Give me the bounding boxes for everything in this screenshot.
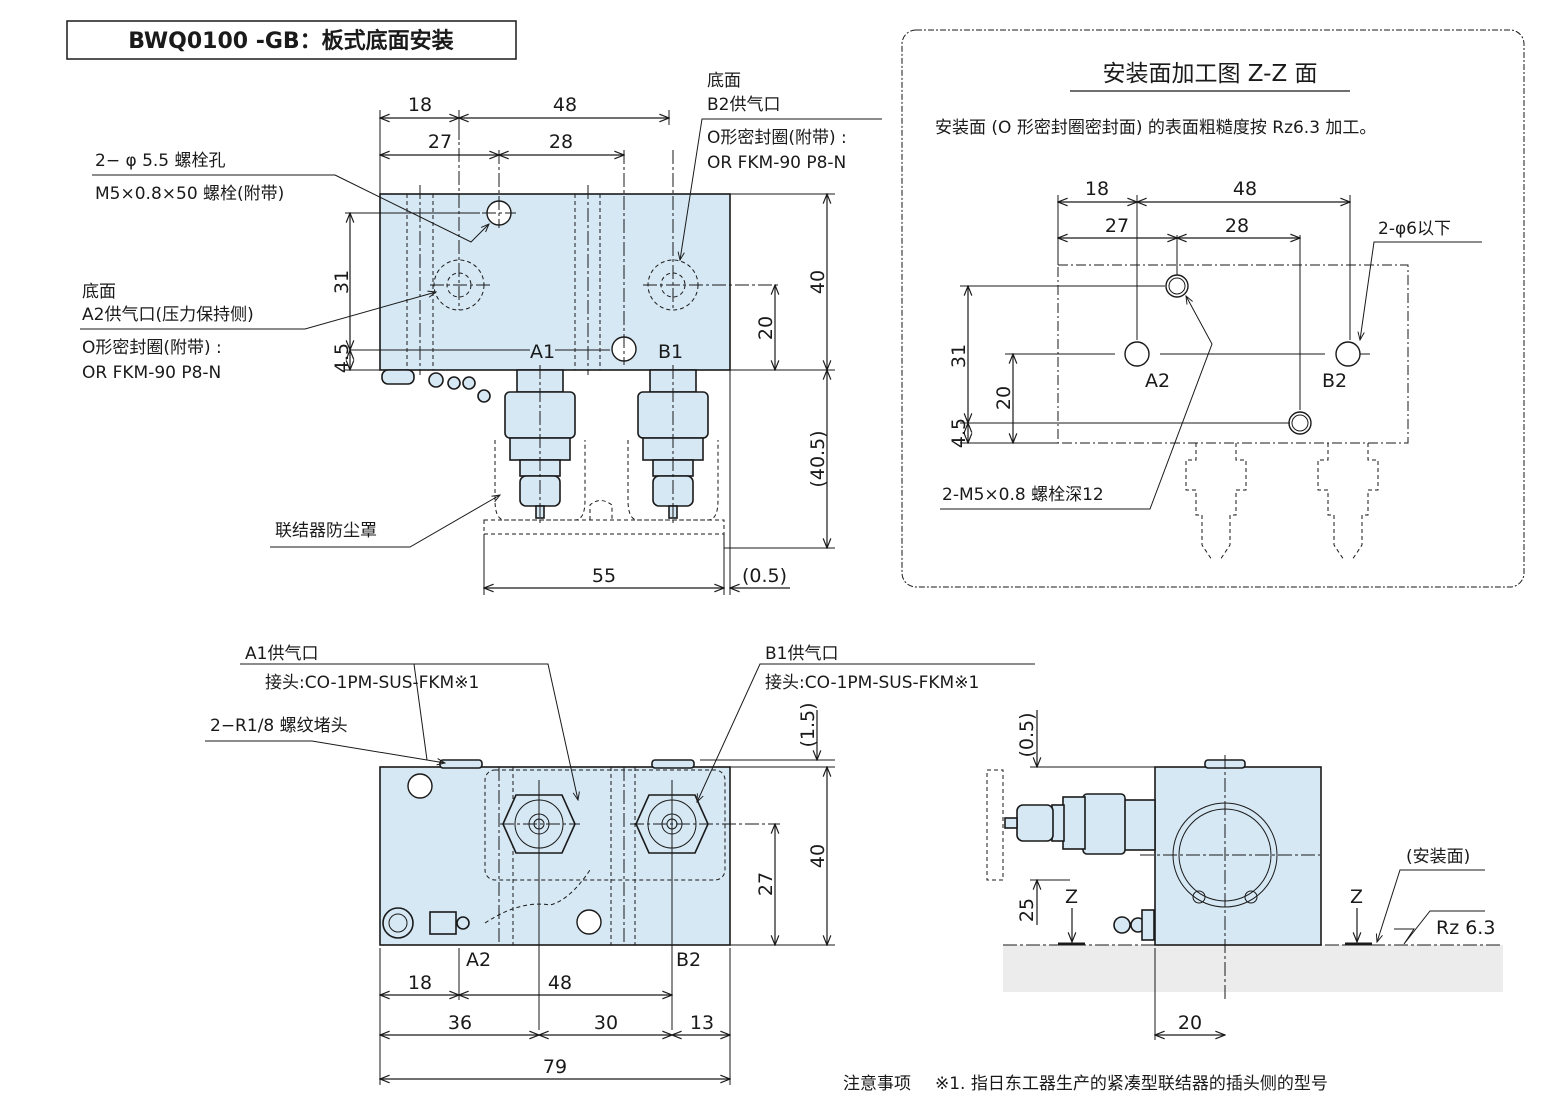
callout-a1-line1: A1供气口 (245, 644, 318, 664)
mount-dim-27: 27 (1105, 215, 1129, 237)
port-label-a1: A1 (530, 341, 555, 363)
footnote-text: ※1. 指日东工器生产的紧凑型联结器的插头侧的型号 (935, 1074, 1328, 1094)
mount-port-a2: A2 (1145, 370, 1170, 392)
mount-note: 安装面 (O 形密封圈密封面) 的表面粗糙度按 Rz6.3 加工。 (935, 118, 1376, 138)
mount-heading: 安装面加工图 Z-Z 面 (1102, 61, 1317, 87)
mounting-surface-ground (1003, 945, 1503, 992)
front-dim-36: 36 (448, 1012, 472, 1034)
callout-b2-line2: B2供气口 (707, 95, 780, 115)
valve-body-side (1154, 766, 1322, 946)
callout-bolt-line1: 2− φ 5.5 螺栓孔 (95, 151, 226, 171)
roughness-symbol-icon (1394, 910, 1485, 945)
title-box: BWQ0100 -GB：板式底面安装 (66, 20, 517, 60)
dim-28: 28 (549, 131, 573, 153)
mount-thread-callout: 2-M5×0.8 螺栓深12 (942, 485, 1104, 505)
page-title: BWQ0100 -GB：板式底面安装 (128, 28, 453, 54)
callout-a2-line4: OR FKM-90 P8-N (82, 363, 221, 383)
dim-48: 48 (553, 94, 577, 116)
dim-18: 18 (408, 94, 432, 116)
callout-b1-line2: 接头:CO-1PM-SUS-FKM※1 (765, 673, 979, 693)
z-marker-left: Z (1065, 886, 1078, 908)
callout-a2-line3: O形密封圈(附带) : (82, 338, 222, 358)
front-dim-79: 79 (543, 1056, 567, 1078)
front-dim-30: 30 (594, 1012, 618, 1034)
front-dim-1-5: (1.5) (797, 702, 819, 747)
bolt-hole-icon (407, 773, 433, 799)
dim-31: 31 (331, 270, 353, 294)
mount-panel: 安装面加工图 Z-Z 面 安装面 (O 形密封圈密封面) 的表面粗糙度按 Rz6… (901, 29, 1525, 588)
callout-a2-line1: 底面 (82, 282, 116, 302)
callout-b1-line1: B1供气口 (765, 644, 838, 664)
mount-coupler-outline (1185, 443, 1247, 561)
front-port-b2: B2 (676, 949, 701, 971)
callout-a1-line2: 接头:CO-1PM-SUS-FKM※1 (265, 673, 479, 693)
front-port-a2: A2 (466, 949, 491, 971)
port-b2-icon (1335, 341, 1361, 367)
front-dim-27: 27 (755, 872, 777, 896)
dim-20: 20 (755, 316, 777, 340)
front-view: A2 B2 18 48 36 30 13 79 40 27 (1.5) A1供气… (205, 644, 1035, 1085)
callout-b2-line1: 底面 (707, 71, 741, 91)
top-view: A1 B1 (80, 71, 882, 595)
front-dim-40: 40 (807, 844, 829, 868)
side-dim-20: 20 (1178, 1012, 1202, 1034)
mount-dim-48: 48 (1233, 178, 1257, 200)
callout-b2-line3: O形密封圈(附带) : (707, 128, 847, 148)
roughness-value: Rz 6.3 (1436, 917, 1495, 939)
callout-dust-cap: 联结器防尘罩 (275, 521, 377, 541)
mount-dim-18: 18 (1085, 178, 1109, 200)
mount-dim-28: 28 (1225, 215, 1249, 237)
mount-port-b2: B2 (1322, 370, 1347, 392)
callout-a2-line2: A2供气口(压力保持侧) (82, 305, 254, 325)
dim-55: 55 (592, 565, 616, 587)
side-view: (0.5) 25 20 Z Z (安装面) Rz 6.3 (986, 710, 1503, 1040)
coupler-a1 (504, 365, 576, 525)
coupler-b1 (637, 365, 709, 525)
side-dim-25: 25 (1016, 898, 1038, 922)
footnote-label: 注意事项 (843, 1074, 911, 1094)
front-dim-48: 48 (548, 972, 572, 994)
dim-40: 40 (807, 270, 829, 294)
surface-label: (安装面) (1406, 847, 1470, 867)
side-dim-0-5: (0.5) (1016, 712, 1038, 757)
dim-27: 27 (428, 131, 452, 153)
callout-b2-line4: OR FKM-90 P8-N (707, 153, 846, 173)
dim-40-5: (40.5) (807, 430, 829, 487)
mount-dim-4-5: 4.5 (948, 418, 970, 448)
hex-fitting-a1 (500, 780, 580, 990)
port-label-b1: B1 (658, 341, 683, 363)
z-marker-right: Z (1350, 886, 1363, 908)
callout-bolt-line2: M5×0.8×50 螺栓(附带) (95, 184, 284, 204)
dim-0-5: (0.5) (742, 565, 787, 587)
front-dim-13: 13 (690, 1012, 714, 1034)
front-dim-18: 18 (408, 972, 432, 994)
valve-body-top (379, 193, 731, 371)
mount-hole-callout: 2-φ6以下 (1378, 219, 1451, 239)
hex-fitting-b1 (630, 780, 780, 975)
dim-4-5: 4.5 (331, 343, 353, 373)
mount-dim-20: 20 (993, 386, 1015, 410)
bolt-hole-icon (576, 909, 602, 935)
port-a2-icon (1124, 341, 1150, 367)
callout-plug: 2−R1/8 螺纹堵头 (210, 716, 348, 736)
mount-dim-31: 31 (948, 344, 970, 368)
